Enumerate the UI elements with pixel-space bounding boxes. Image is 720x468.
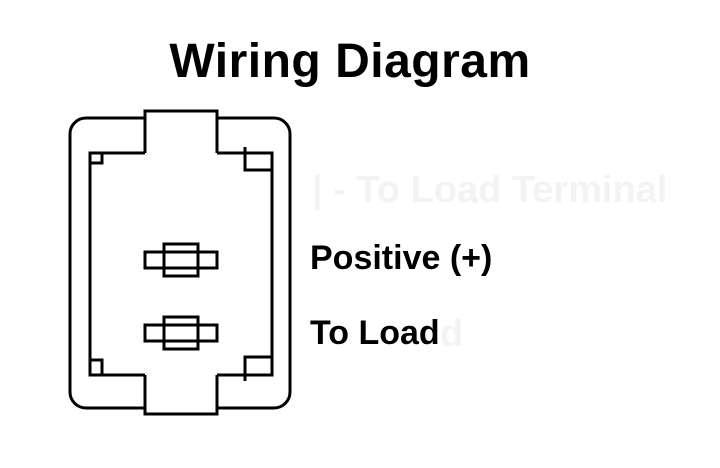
terminal-blade-positive [143,242,219,278]
faint-background-text-2: d [440,313,464,355]
faint-background-text: | - To Load Terminal [312,169,668,211]
inner-panel [88,151,274,377]
corner-notch-bottom-left [90,358,104,375]
corner-notch-bottom-right [243,355,272,381]
bottom-tab-outline [143,375,219,416]
terminal-blade-load [143,315,219,351]
bottom-tab [143,372,219,416]
corner-notch-top-right [243,147,272,172]
terminal-label-positive: Positive (+) [310,239,493,277]
corner-notch-top-left [90,153,104,165]
top-tab [143,109,219,155]
top-tab-outline [143,109,219,153]
terminal-label-load: To Load [310,314,440,352]
page-title: Wiring Diagram [169,35,531,88]
